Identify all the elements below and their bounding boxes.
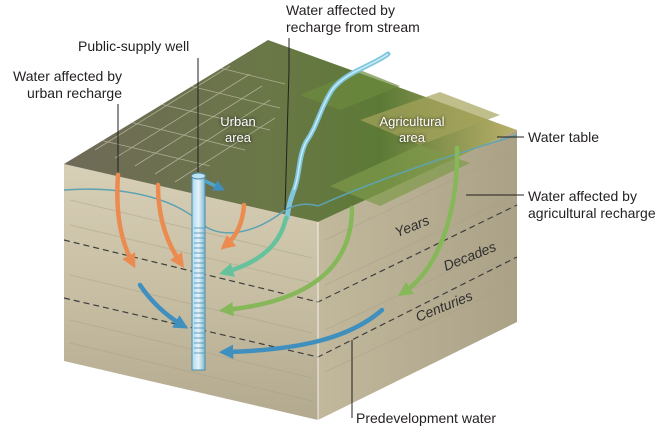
leader-stream-recharge (284, 38, 290, 211)
block-side-face (318, 130, 517, 420)
stream-recharge-arrow (219, 215, 289, 277)
stream-channel-highlight (293, 53, 389, 191)
urban-recharge-arrows (115, 172, 247, 269)
urban-arrow-3 (220, 202, 247, 250)
label-urban-recharge-line-1: Water affected by (13, 68, 122, 84)
label-stream-recharge: Water affected by recharge from stream (286, 2, 420, 36)
agricultural-arrow-2 (398, 145, 460, 296)
urban-arrow-2 (155, 182, 185, 268)
sediment-texture (69, 151, 513, 402)
label-stream-recharge-line-1: Water affected by (286, 2, 395, 18)
leader-lines (117, 38, 524, 418)
agricultural-arrow-1 (218, 205, 355, 317)
label-agricultural-recharge-line-1: Water affected by (528, 188, 637, 204)
predevelopment-arrow-1 (137, 282, 189, 329)
label-urban-area: Urban area (212, 114, 264, 146)
label-agricultural-area: Agricultural area (364, 114, 460, 146)
label-public-supply-well: Public-supply well (78, 38, 190, 54)
well-discharge-arrow (204, 179, 226, 191)
label-stream-recharge-line-2: recharge from stream (286, 19, 420, 35)
label-urban-area-line-2: area (224, 130, 252, 145)
label-agricultural-recharge-line-2: agricultural recharge (528, 205, 656, 221)
label-agricultural-recharge: Water affected by agricultural recharge (528, 188, 656, 222)
label-agricultural-area-line-2: area (398, 130, 426, 145)
label-urban-area-line-1: Urban (220, 114, 256, 129)
predevelopment-arrows (137, 282, 385, 360)
label-water-table: Water table (528, 129, 600, 145)
label-agricultural-area-line-1: Agricultural (379, 114, 445, 129)
agricultural-recharge-arrows (218, 145, 460, 317)
urban-arrow-1 (115, 172, 136, 269)
predevelopment-arrow-2 (218, 307, 385, 360)
well-casing-icon (191, 172, 206, 371)
label-urban-recharge: Water affected by urban recharge (6, 68, 122, 102)
label-urban-recharge-line-2: urban recharge (27, 85, 122, 101)
label-predevelopment-water: Predevelopment water (356, 410, 497, 426)
